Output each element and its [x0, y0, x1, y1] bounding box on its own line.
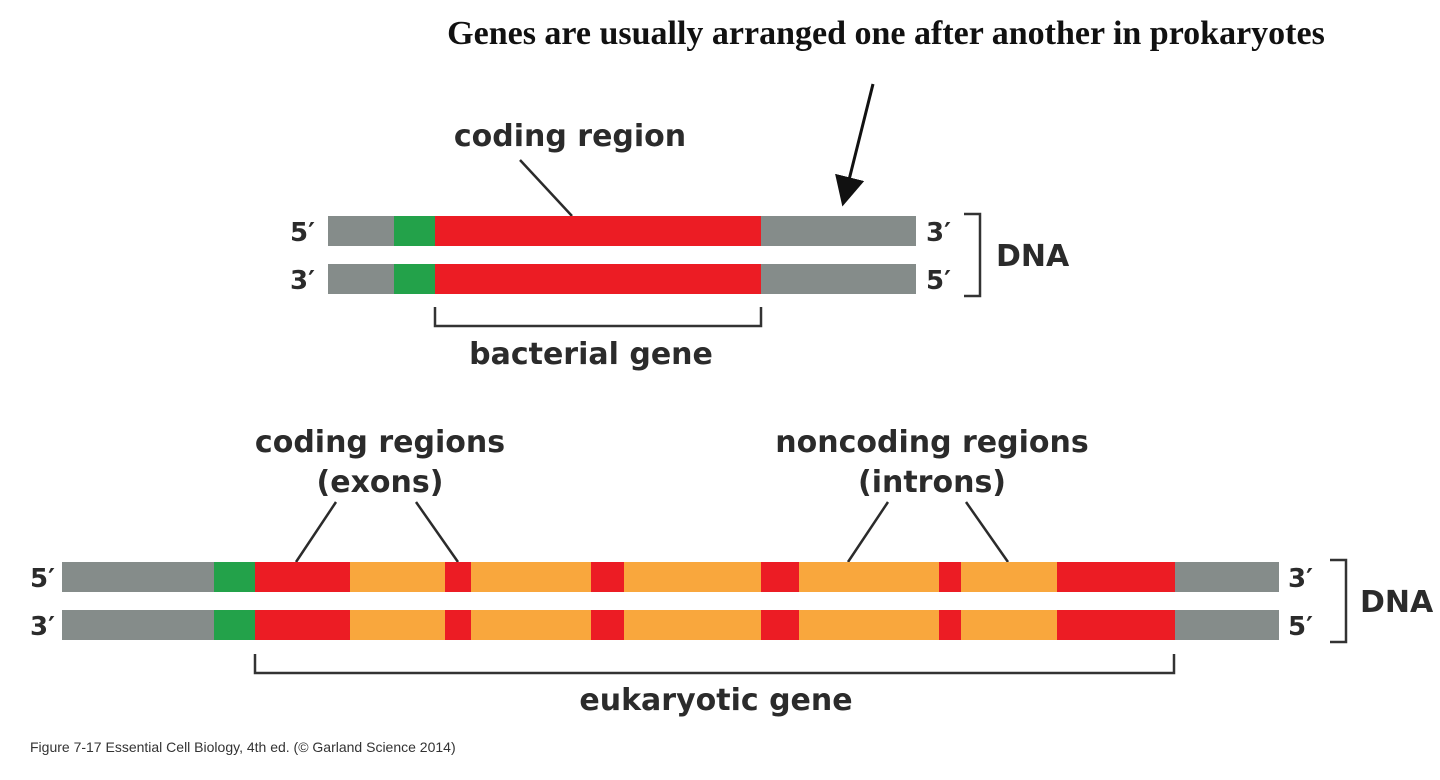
headline: Genes are usually arranged one after ano…: [447, 15, 1325, 52]
eukaryotic-bottom-flank-segment: [1175, 610, 1279, 640]
eukaryotic-bottom-coding-segment: [939, 610, 961, 640]
bacterial-bottom-left-end: 3′: [290, 266, 315, 296]
eukaryotic-bottom-intron-segment: [350, 610, 445, 640]
eukaryotic-top-promoter-segment: [214, 562, 255, 592]
eukaryotic-gene-label: eukaryotic gene: [579, 683, 852, 718]
bacterial-top-flank-segment: [328, 216, 394, 246]
eukaryotic-top-intron-segment: [961, 562, 1057, 592]
figure-caption: Figure 7-17 Essential Cell Biology, 4th …: [30, 739, 456, 755]
bacterial-bottom-right-end: 5′: [926, 266, 951, 296]
bacterial-gene-section: coding region 5′ 3′ 3′ 5′ DNA bacterial …: [290, 119, 1070, 372]
eukaryotic-bottom-coding-segment: [591, 610, 624, 640]
eukaryotic-dna-bracket: [1330, 558, 1348, 644]
eukaryotic-top-intron-segment: [624, 562, 761, 592]
eukaryotic-top-flank-segment: [1175, 562, 1279, 592]
eukaryotic-bottom-right-end: 5′: [1288, 612, 1313, 642]
intron-leader-2: [964, 501, 1010, 563]
eukaryotic-bottom-left-end: 3′: [30, 612, 55, 642]
bacterial-bottom-flank-segment: [328, 264, 394, 294]
eukaryotic-gene-section: coding regions (exons) noncoding regions…: [30, 425, 1434, 718]
eukaryotic-top-flank-segment: [62, 562, 214, 592]
eukaryotic-bottom-coding-segment: [1057, 610, 1175, 640]
bacterial-dna-label: DNA: [996, 239, 1070, 274]
eukaryotic-bottom-intron-segment: [961, 610, 1057, 640]
eukaryotic-top-left-end: 5′: [30, 564, 55, 594]
bacterial-top-strand: [328, 216, 916, 246]
eukaryotic-bottom-coding-segment: [445, 610, 471, 640]
eukaryotic-top-coding-segment: [1057, 562, 1175, 592]
introns-label-line1: noncoding regions: [775, 425, 1088, 460]
eukaryotic-top-right-end: 3′: [1288, 564, 1313, 594]
eukaryotic-top-strand: [62, 562, 1279, 592]
eukaryotic-gene-bracket: [253, 654, 1176, 675]
eukaryotic-dna-label: DNA: [1360, 585, 1434, 620]
exon-leader-2: [414, 501, 460, 563]
eukaryotic-top-intron-segment: [471, 562, 591, 592]
bacterial-bottom-coding-segment: [435, 264, 761, 294]
eukaryotic-top-intron-segment: [350, 562, 445, 592]
bacterial-top-left-end: 5′: [290, 218, 315, 248]
eukaryotic-top-intron-segment: [799, 562, 939, 592]
bacterial-top-flank-segment: [761, 216, 916, 246]
eukaryotic-bottom-intron-segment: [624, 610, 761, 640]
bacterial-top-coding-segment: [435, 216, 761, 246]
bacterial-dna-bracket: [964, 212, 982, 298]
eukaryotic-bottom-promoter-segment: [214, 610, 255, 640]
exons-label-line1: coding regions: [255, 425, 505, 460]
eukaryotic-top-coding-segment: [445, 562, 471, 592]
bacterial-top-right-end: 3′: [926, 218, 951, 248]
intron-leader-1: [846, 501, 890, 563]
eukaryotic-top-coding-segment: [591, 562, 624, 592]
bacterial-bottom-strand: [328, 264, 916, 294]
eukaryotic-bottom-strand: [62, 610, 1279, 640]
eukaryotic-top-coding-segment: [761, 562, 799, 592]
bacterial-gene-bracket: [433, 307, 763, 328]
eukaryotic-bottom-intron-segment: [799, 610, 939, 640]
coding-region-leader: [519, 159, 573, 217]
bacterial-top-promoter-segment: [394, 216, 435, 246]
introns-label-line2: (introns): [858, 465, 1006, 500]
eukaryotic-bottom-flank-segment: [62, 610, 214, 640]
exons-label-line2: (exons): [317, 465, 444, 500]
eukaryotic-top-coding-segment: [255, 562, 350, 592]
exon-leader-1: [294, 501, 338, 563]
eukaryotic-bottom-intron-segment: [471, 610, 591, 640]
eukaryotic-bottom-coding-segment: [761, 610, 799, 640]
coding-region-label: coding region: [454, 119, 686, 154]
bacterial-gene-label: bacterial gene: [469, 337, 713, 372]
bacterial-bottom-flank-segment: [761, 264, 916, 294]
bacterial-bottom-promoter-segment: [394, 264, 435, 294]
eukaryotic-bottom-coding-segment: [255, 610, 350, 640]
eukaryotic-top-coding-segment: [939, 562, 961, 592]
headline-arrow: [835, 83, 875, 207]
